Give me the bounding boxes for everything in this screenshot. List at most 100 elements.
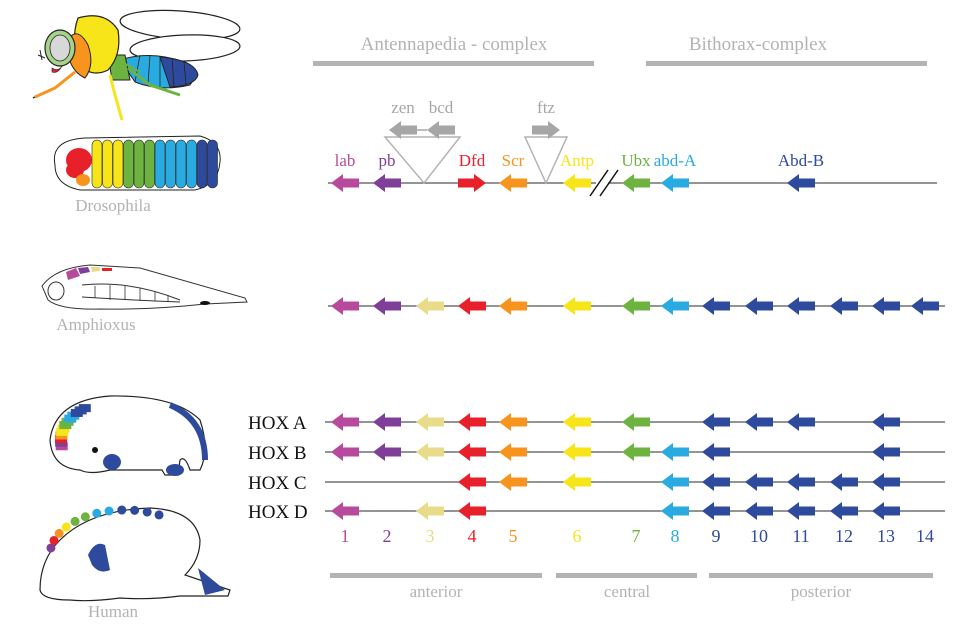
gene-label-scr: Scr	[502, 151, 525, 170]
paralog-number-1: 1	[341, 526, 350, 546]
hoxa-6-arrow	[563, 413, 591, 431]
human-fetus-segment	[46, 543, 56, 553]
paralog-number-3: 3	[426, 526, 435, 546]
gene-arrow-dfd	[458, 174, 486, 192]
amphioxus-hox-11-arrow	[787, 297, 815, 315]
hoxb-4-arrow	[458, 443, 486, 461]
hoxb-5-arrow	[499, 443, 527, 461]
gene-label-ftz: ftz	[537, 98, 555, 117]
hoxc-11-arrow	[787, 473, 815, 491]
amphioxus-label: Amphioxus	[56, 315, 135, 334]
human-fetus-segment	[54, 528, 64, 538]
embryo-segment	[144, 139, 155, 189]
hox-cluster-label: HOX A	[248, 413, 307, 434]
amphioxus-hox-row	[328, 297, 945, 315]
paralog-number-14: 14	[916, 526, 934, 546]
hoxa-10-arrow	[745, 413, 773, 431]
human-embryo-illustration	[39, 395, 231, 602]
embryo-segment	[133, 139, 145, 189]
amphioxus-hox-8-arrow	[661, 297, 689, 315]
chromosome-break-icon	[589, 169, 619, 197]
human-fetus-segment	[154, 510, 164, 520]
hoxc-9-arrow	[702, 473, 730, 491]
human-fetus-segment	[117, 505, 127, 515]
paralog-number-7: 7	[632, 526, 641, 546]
paralog-number-9: 9	[712, 526, 721, 546]
hox-cluster-hox-a: HOX A	[248, 413, 945, 434]
human-label: Human	[88, 602, 139, 621]
hoxd-1-arrow	[331, 502, 359, 520]
hox-cluster-hox-c: HOX C	[248, 473, 945, 494]
gene-arrow-pb	[373, 174, 401, 192]
gene-arrow-scr	[499, 174, 527, 192]
hoxb-2-arrow	[373, 443, 401, 461]
paralog-number-11: 11	[792, 526, 809, 546]
human-fetus-segment	[70, 516, 80, 526]
gene-label-bcd: bcd	[429, 98, 454, 117]
gene-arrow-ubx	[622, 174, 650, 192]
gene-arrow-lab	[331, 174, 359, 192]
drosophila-adult-illustration	[32, 9, 241, 121]
anterior-bar	[330, 573, 542, 578]
hoxd-4-arrow	[458, 502, 486, 520]
hoxc-4-arrow	[458, 473, 486, 491]
paralog-number-12: 12	[835, 526, 853, 546]
embryo-segment	[175, 139, 187, 189]
amphioxus-hox-6-arrow	[563, 297, 591, 315]
antp-complex-bar	[313, 61, 594, 66]
hoxa-11-arrow	[787, 413, 815, 431]
hoxb-6-arrow	[563, 443, 591, 461]
hoxa-4-arrow	[458, 413, 486, 431]
antp-complex-label: Antennapedia - complex	[361, 34, 548, 55]
hoxc-13-arrow	[872, 473, 900, 491]
gene-label-zen: zen	[391, 98, 415, 117]
human-fetus-segment	[130, 505, 140, 515]
hoxb-1-arrow	[331, 443, 359, 461]
amphioxus-hox-12-arrow	[830, 297, 858, 315]
amphioxus-hox-2-arrow	[373, 297, 401, 315]
hoxd-13-arrow	[872, 502, 900, 520]
gene-label-abd-a: abd-A	[654, 151, 697, 170]
hoxc-5-arrow	[499, 473, 527, 491]
hoxd-10-arrow	[745, 502, 773, 520]
hoxb-7-arrow	[622, 443, 650, 461]
embryo-segment	[207, 139, 218, 189]
human-fetus-segment	[142, 507, 152, 517]
paralog-number-6: 6	[573, 526, 582, 546]
gene-arrow-abd-a	[661, 174, 689, 192]
human-hox-clusters: HOX A HOX B HOX C HOX D	[248, 413, 945, 523]
paralog-number-10: 10	[750, 526, 768, 546]
hoxb-8-arrow	[661, 443, 689, 461]
gene-arrow-antp	[563, 174, 591, 192]
gene-label-lab: lab	[335, 151, 356, 170]
human-fetus-segment	[104, 506, 114, 516]
hoxb-3-arrow	[416, 443, 444, 461]
amphioxus-hox-9-arrow	[702, 297, 730, 315]
hox-cluster-label: HOX D	[248, 502, 308, 523]
drosophila-embryo-illustration	[53, 135, 221, 191]
drosophila-label: Drosophila	[75, 196, 151, 215]
bithorax-complex-bar	[646, 61, 927, 66]
hox-cluster-label: HOX B	[248, 443, 307, 464]
hox-cluster-hox-b: HOX B	[248, 443, 945, 464]
gene-arrow-ftz	[532, 121, 560, 139]
paralog-number-2: 2	[383, 526, 392, 546]
hoxa-5-arrow	[499, 413, 527, 431]
gene-label-antp: Antp	[560, 151, 594, 170]
gene-arrow-bcd	[427, 121, 455, 139]
hoxd-8-arrow	[661, 502, 689, 520]
amphioxus-hox-14-arrow	[911, 297, 939, 315]
hoxd-3-arrow	[416, 502, 444, 520]
embryo-segment	[123, 139, 134, 189]
hoxa-7-arrow	[622, 413, 650, 431]
hoxa-3-arrow	[416, 413, 444, 431]
hoxb-9-arrow	[702, 443, 730, 461]
hoxd-11-arrow	[787, 502, 815, 520]
embryo-segment	[102, 139, 113, 189]
amphioxus-hox-7-arrow	[622, 297, 650, 315]
hoxc-12-arrow	[830, 473, 858, 491]
human-fetus-segment	[61, 522, 71, 532]
hoxc-6-arrow	[563, 473, 591, 491]
anterior-label: anterior	[410, 582, 463, 601]
embryo-segment	[196, 139, 208, 189]
